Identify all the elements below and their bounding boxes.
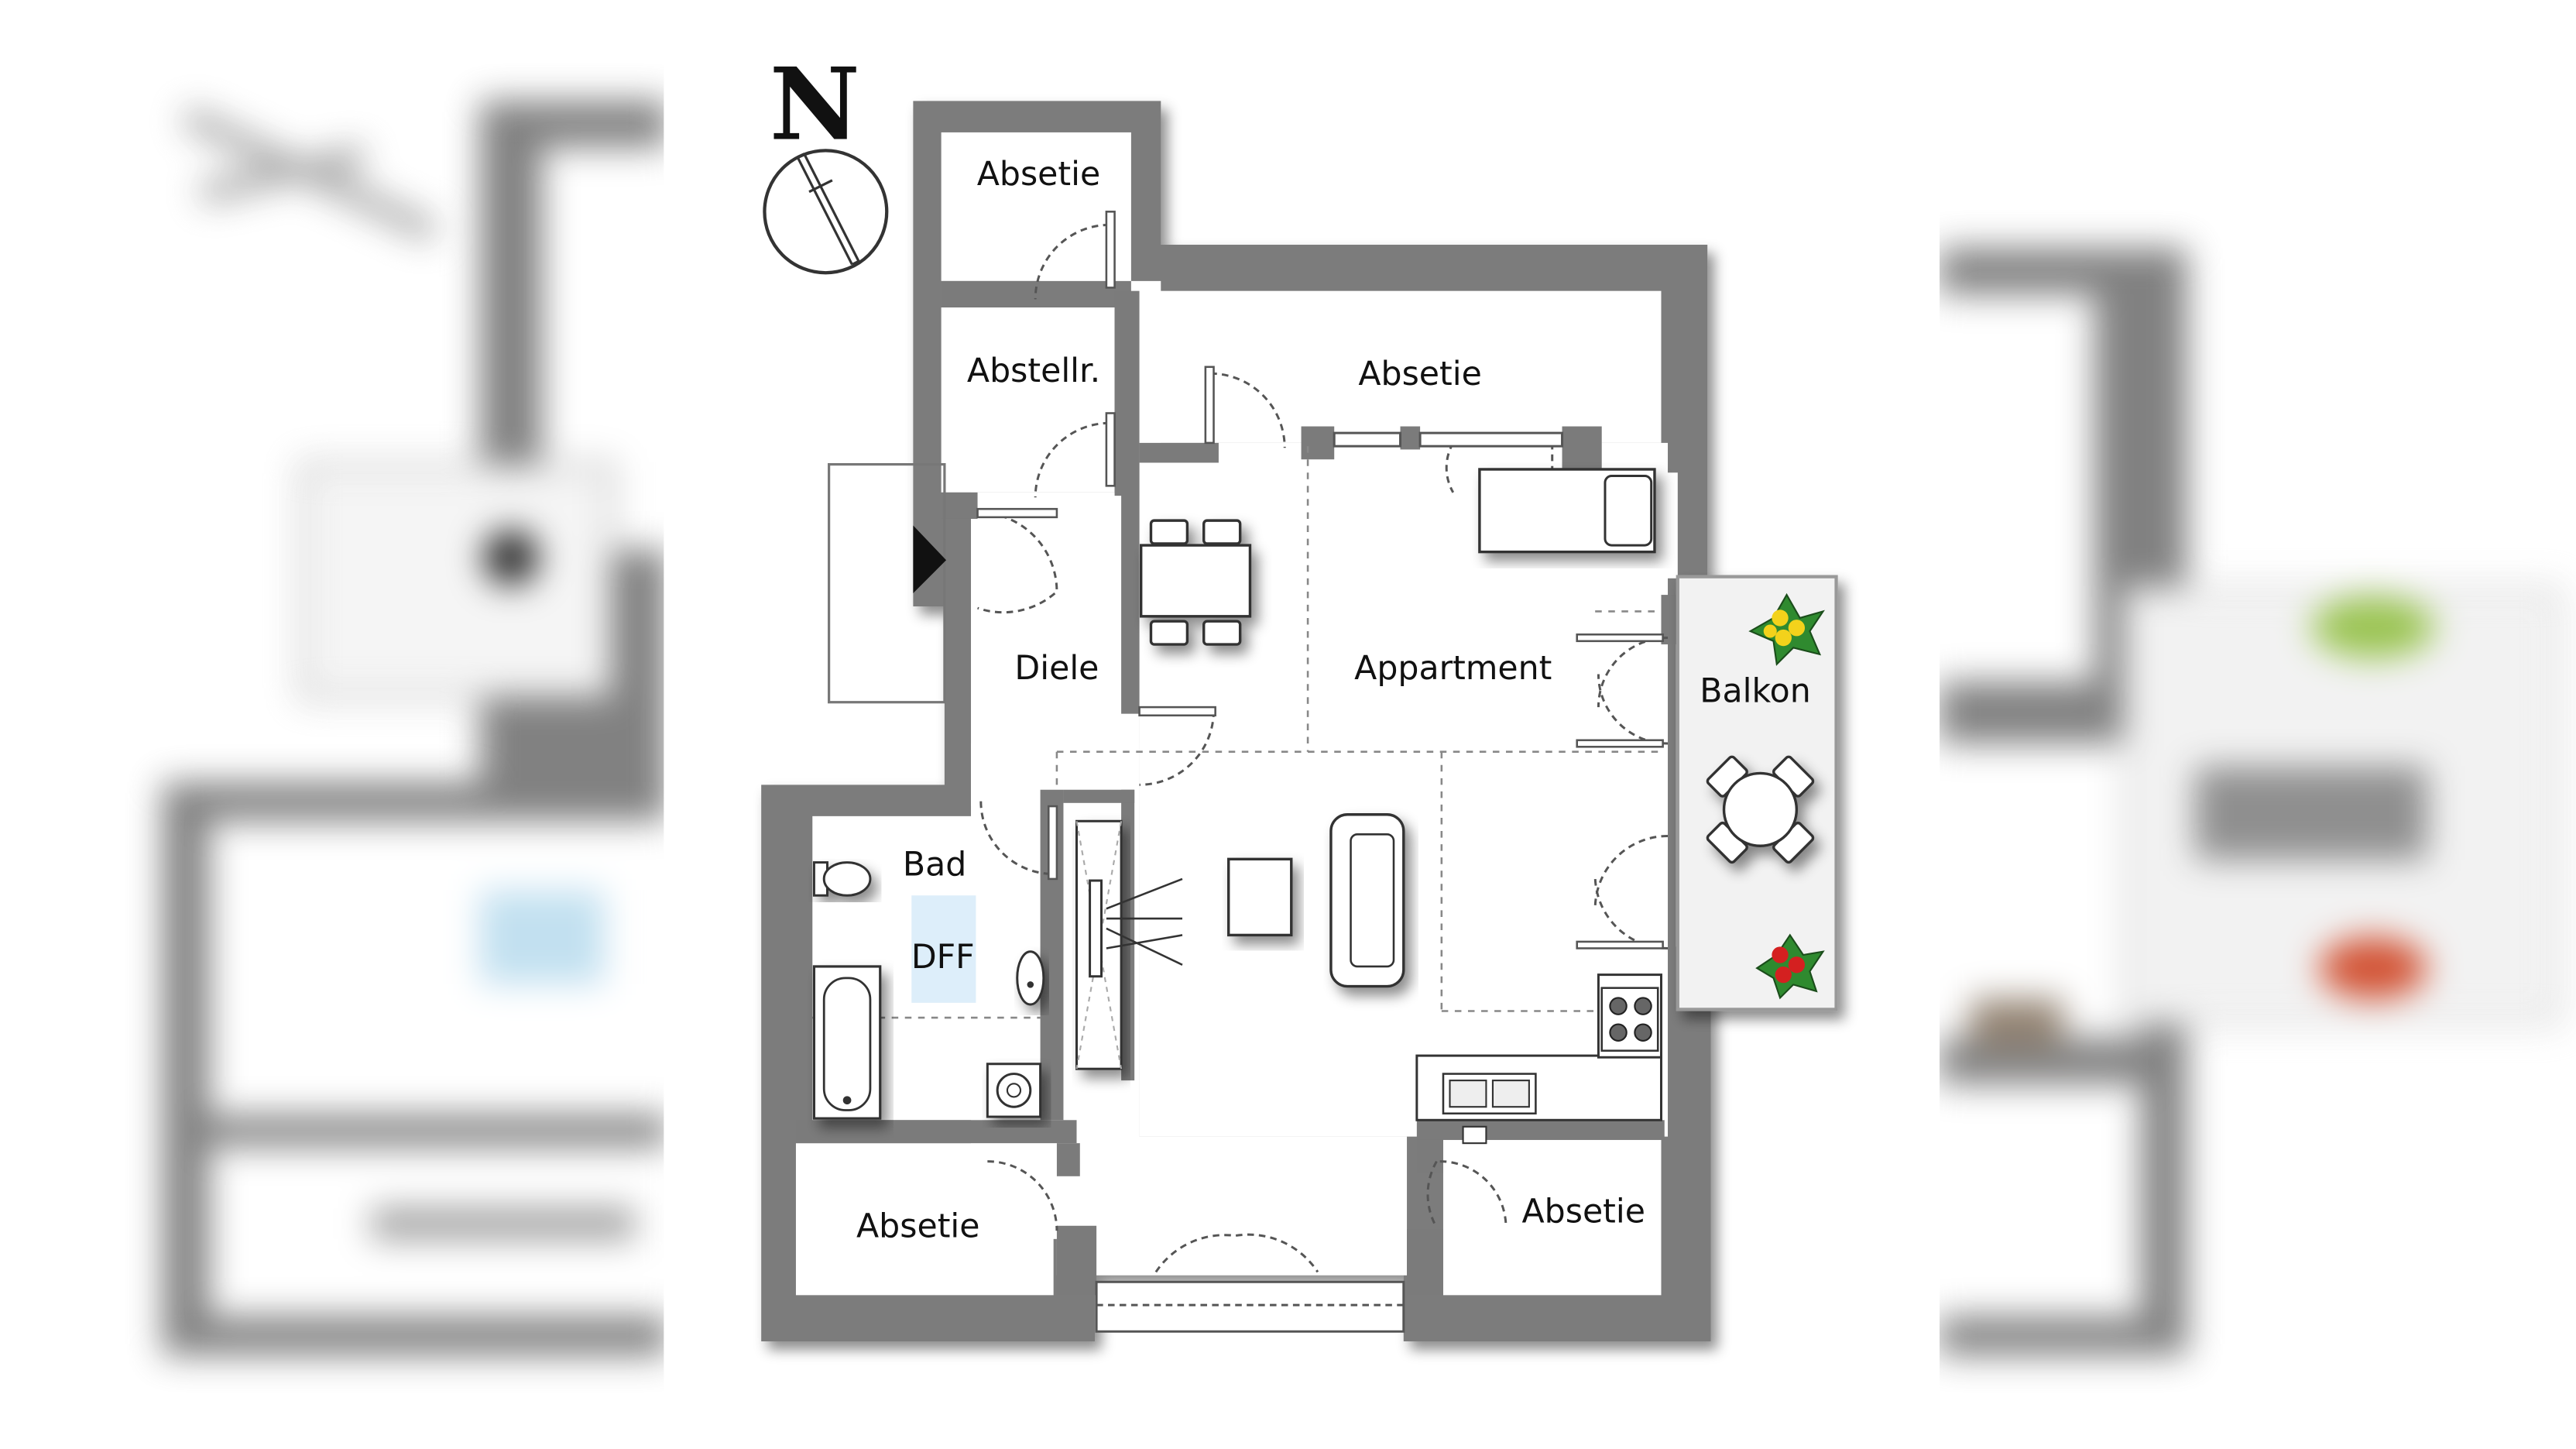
- label-balkon: Balkon: [1700, 672, 1811, 711]
- door-leaves: [976, 211, 1664, 949]
- sofa: [1329, 813, 1405, 988]
- wall-segment: [1301, 426, 1335, 460]
- room-absetie-top: [941, 132, 1131, 281]
- label-absetie-bottom-right: Absetie: [1522, 1193, 1646, 1231]
- door-leaf: [976, 507, 1058, 519]
- door-swing: [987, 1160, 1058, 1231]
- entrance-canopy: [828, 463, 946, 704]
- wall-segment: [1056, 1143, 1080, 1176]
- wall-segment: [1562, 426, 1602, 469]
- wall-segment: [1063, 789, 1135, 803]
- door-swing: [977, 510, 1058, 614]
- shower-area: [911, 895, 976, 1003]
- kitchen-sink-icon: [1442, 1073, 1537, 1115]
- door-swing: [1426, 1160, 1438, 1228]
- wall-segment: [1416, 1139, 1443, 1173]
- wall-segment: [1416, 1120, 1665, 1140]
- room-labels: Absetie Abstellr. Absetie Diele Appartme…: [856, 155, 1811, 1246]
- coffee-table: [1227, 857, 1293, 937]
- wall-segment: [941, 492, 978, 519]
- north-compass-icon: [763, 149, 889, 275]
- door-leaf: [1105, 412, 1116, 487]
- compass-north-label: N: [770, 46, 860, 163]
- windows: [1095, 431, 1564, 1333]
- label-bad: Bad: [903, 846, 966, 884]
- door-leaf: [1576, 739, 1664, 748]
- wall-segment: [1661, 595, 1678, 645]
- wall-segment: [795, 1120, 1077, 1144]
- wall-segment: [1407, 1229, 1443, 1296]
- door-leaf: [1576, 633, 1664, 643]
- door-leaf: [1204, 366, 1215, 445]
- room-absetie-bottom-left: [795, 1143, 1054, 1296]
- door-leaf: [1138, 706, 1216, 717]
- wall-segment: [1121, 462, 1140, 714]
- door-swing: [1034, 421, 1110, 498]
- blurred-plan-left: [0, 0, 667, 1449]
- wall-segment: [1121, 789, 1135, 1081]
- label-abstellraum: Abstellr.: [967, 352, 1100, 390]
- door-leaf: [1105, 211, 1116, 289]
- door-swing: [979, 801, 1054, 876]
- entrance-arrow-icon: [913, 525, 947, 593]
- blurred-plan-right: [1940, 0, 2576, 1449]
- label-dff: DFF: [911, 938, 975, 977]
- niche: [1661, 472, 1678, 579]
- window-large: [1095, 1280, 1405, 1333]
- washing-machine-icon: [986, 1063, 1042, 1118]
- door-swing: [1034, 223, 1110, 300]
- window: [1333, 431, 1402, 448]
- label-absetie-top: Absetie: [977, 155, 1101, 194]
- door-leaf: [1047, 805, 1058, 881]
- tv-unit: [1075, 819, 1183, 1070]
- wall-segment: [1400, 426, 1421, 450]
- wall-segment: [1056, 1225, 1097, 1296]
- door-swing: [1439, 1160, 1508, 1228]
- room-absetie-bottom-right: [1442, 1139, 1662, 1296]
- fridge-handle: [1462, 1125, 1487, 1145]
- label-diele: Diele: [1014, 649, 1099, 688]
- wall-segment: [941, 280, 1041, 307]
- door-swing: [1139, 710, 1216, 786]
- door-swing: [1210, 372, 1286, 448]
- door-leaf: [1576, 940, 1664, 949]
- stove-icon: [1600, 987, 1659, 1052]
- dining-table: [1139, 519, 1252, 646]
- flower-pot-icon: [1755, 933, 1825, 1000]
- wall-segment: [1114, 290, 1140, 496]
- label-absetie-upper: Absetie: [1358, 355, 1482, 393]
- label-absetie-bottom-left: Absetie: [856, 1207, 979, 1246]
- bed: [1478, 468, 1656, 554]
- balcony-table: [1704, 754, 1816, 865]
- flower-pot-icon: [1748, 592, 1825, 666]
- hall-bottom: [1056, 1136, 1408, 1276]
- bathtub-icon: [812, 965, 882, 1120]
- room-absetie-upper: [1139, 290, 1662, 443]
- wall-segment: [1139, 442, 1219, 463]
- label-appartment: Appartment: [1354, 649, 1552, 688]
- sink-icon: [1016, 950, 1045, 1006]
- toilet-icon: [812, 861, 872, 897]
- window: [1418, 431, 1564, 448]
- door-swing: [1154, 1233, 1319, 1273]
- room-abstellraum: [941, 307, 1115, 493]
